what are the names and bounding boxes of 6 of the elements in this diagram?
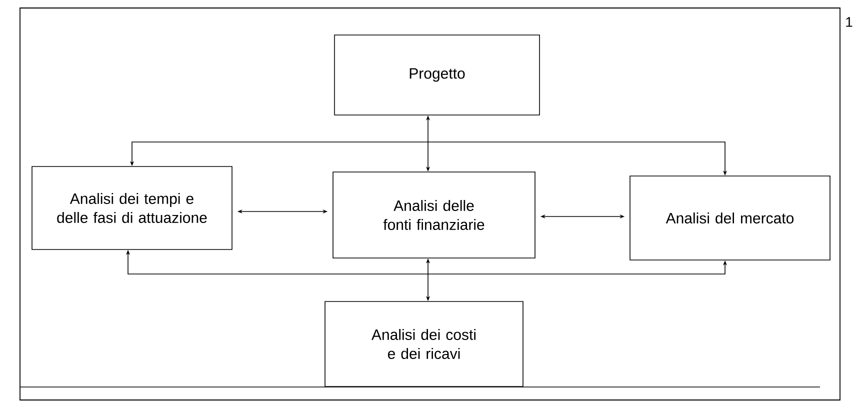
page-number: 1: [846, 17, 852, 27]
box: Analisi delle fonti finanziarie: [332, 172, 536, 258]
box: Analisi del mercato: [630, 176, 830, 260]
box: Analisi dei costi e dei ricavi: [324, 301, 524, 387]
box: Analisi dei tempi e delle fasi di attuazione: [32, 166, 232, 250]
box: Progetto: [334, 34, 540, 116]
